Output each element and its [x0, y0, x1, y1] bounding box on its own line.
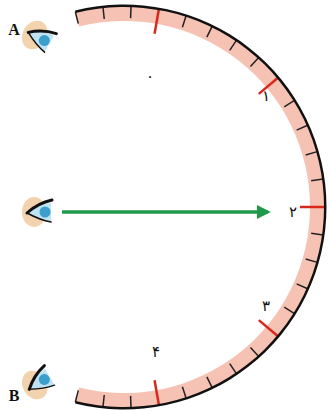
eye-label: A: [8, 22, 20, 38]
scale-tick: [103, 7, 104, 19]
scale-number: ۴: [152, 345, 160, 360]
scale-number: ۳: [262, 299, 270, 314]
scale-tick: [311, 179, 323, 181]
scale-tick: [75, 390, 78, 402]
scale-tick: [155, 380, 159, 405]
scale-band: [75, 6, 325, 408]
scale-tick: [311, 233, 323, 235]
scale-tick: [182, 387, 186, 398]
scale-tick: [259, 320, 278, 336]
scale-number: ۲: [289, 205, 297, 220]
scale-tick: [230, 40, 237, 50]
scale-tick: [297, 125, 308, 130]
scale-tick: [230, 364, 237, 374]
scale-tick: [250, 347, 258, 356]
scale-tick: [300, 206, 325, 209]
scale-tick: [297, 284, 308, 289]
scale-tick: [284, 307, 294, 313]
scale-tick: [130, 6, 132, 18]
scale-tick: [155, 9, 159, 34]
eye-a: [17, 16, 58, 57]
eye-middle: [22, 197, 52, 227]
scale-tick: [306, 259, 318, 262]
scale-tick: [103, 395, 104, 407]
scale-tick: [250, 58, 258, 67]
scale-arc: [75, 5, 326, 410]
eye-b: [17, 363, 58, 404]
sight-arrow: [62, 210, 268, 214]
scale-tick: [284, 100, 294, 106]
scale-number: ۰: [146, 69, 154, 84]
scale-tick: [182, 16, 186, 27]
scale-tick: [75, 12, 78, 24]
scale-rim: [75, 5, 326, 410]
scale-tick: [207, 377, 212, 388]
scale-tick: [207, 26, 212, 37]
scale-number: ۱: [262, 89, 270, 104]
scale-tick: [130, 396, 132, 408]
scale-tick: [306, 152, 318, 155]
eye-label: B: [9, 388, 20, 404]
